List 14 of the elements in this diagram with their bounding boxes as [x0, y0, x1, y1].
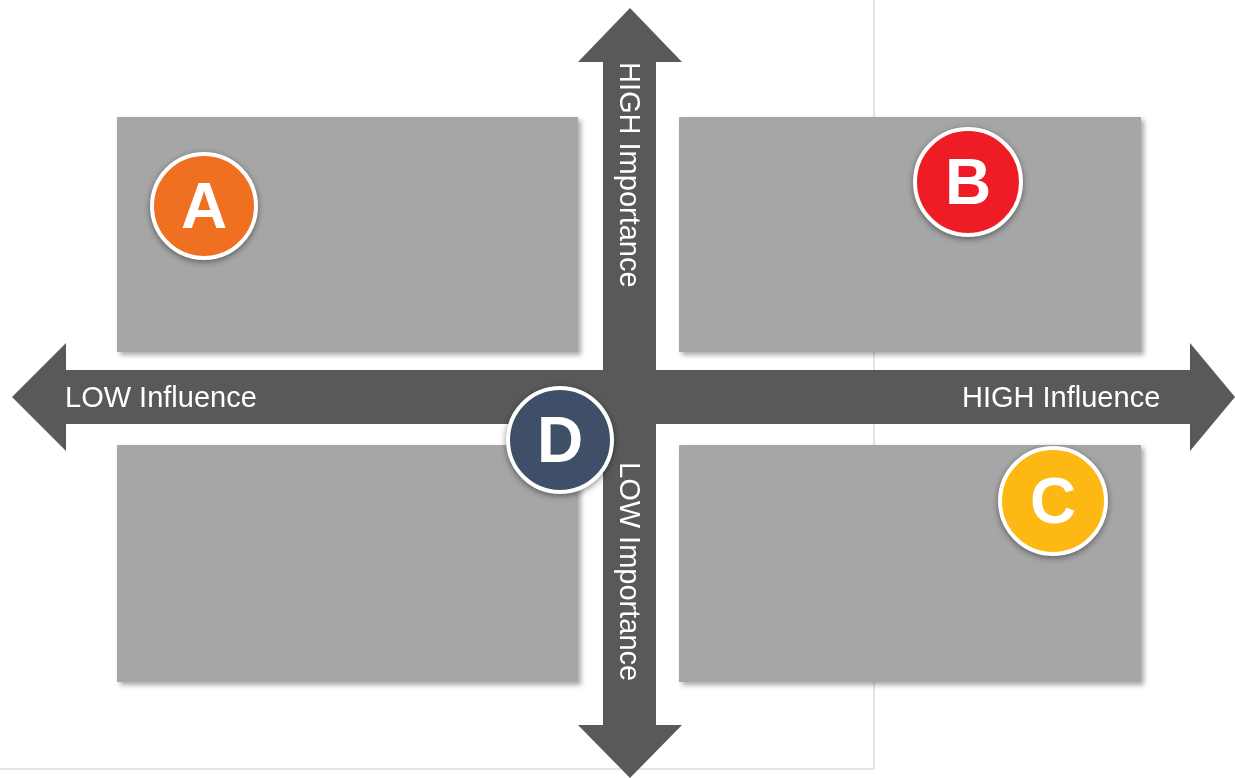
letter-badge	[998, 446, 1108, 556]
badge-letter: A	[180, 174, 228, 238]
badge-letter: B	[944, 150, 992, 214]
quadrant-box	[679, 117, 1141, 352]
axis-label: HIGH Importance	[615, 62, 644, 288]
letter-badge	[913, 127, 1023, 237]
axis-label: HIGH Influence	[962, 383, 1161, 412]
quadrant-box	[117, 117, 578, 352]
quadrant-box	[679, 445, 1141, 682]
axis-label: LOW Importance	[615, 462, 644, 682]
axis-label: LOW Influence	[65, 383, 257, 412]
letter-badge	[150, 152, 258, 260]
badge-letter: C	[1029, 469, 1077, 533]
badge-letter: D	[536, 408, 584, 472]
